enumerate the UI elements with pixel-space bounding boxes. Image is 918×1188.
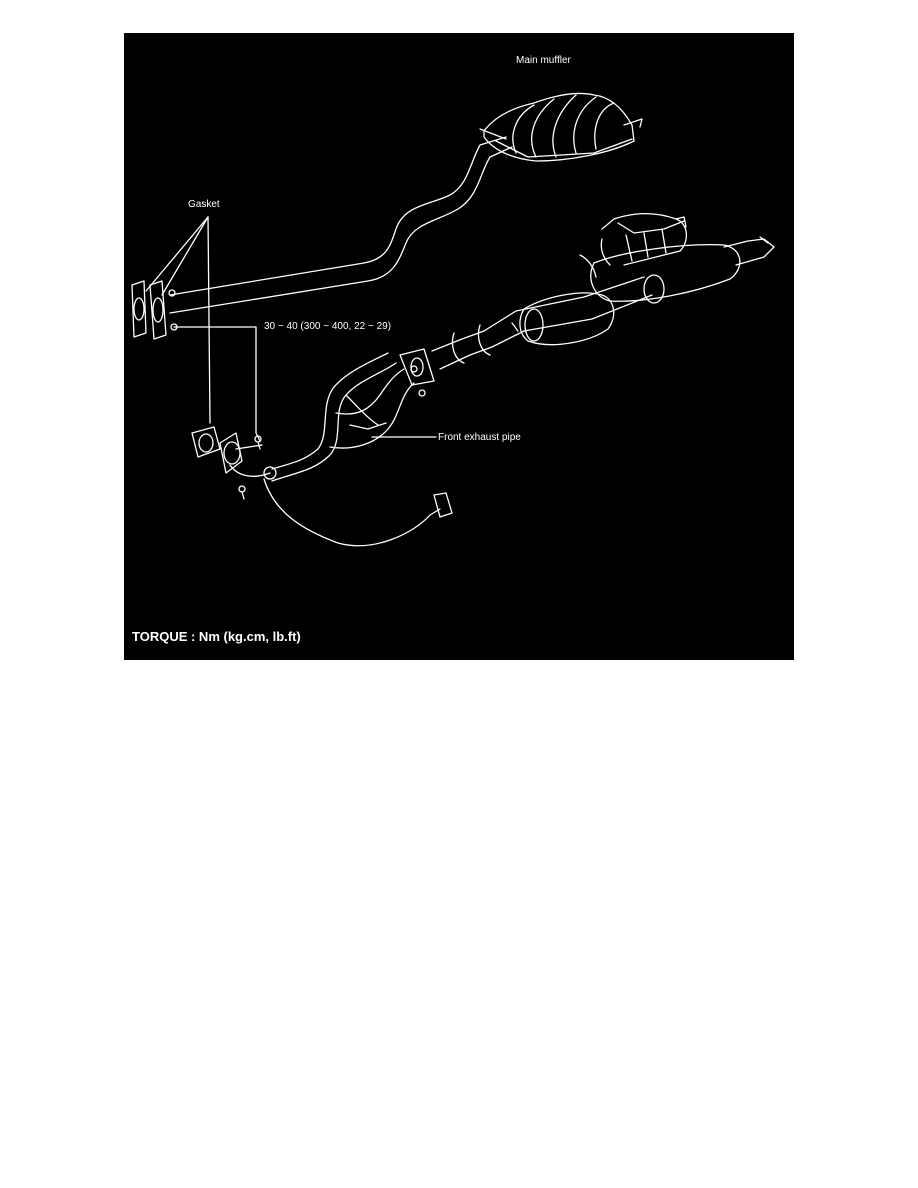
front-exhaust-pipe-label: Front exhaust pipe [438,432,521,443]
torque-leader [173,326,261,442]
front-flange [191,426,271,500]
exhaust-illustration [131,92,775,547]
torque-units-footer: TORQUE : Nm (kg.cm, lb.ft) [132,629,301,644]
catalytic-converter [511,292,615,346]
torque-spec-label: 30 ~ 40 (300 ~ 400, 22 ~ 29) [264,321,392,332]
sub-muffler [579,213,775,304]
gasket-label: Gasket [188,199,220,210]
gasket-leaders [145,216,211,424]
mid-flange [399,348,435,397]
tailpipe [169,136,513,314]
main-muffler-label: Main muffler [516,55,571,66]
main-muffler [479,92,643,162]
front-exhaust-pipe [271,352,415,482]
exhaust-system-diagram: Main muffler Gasket 30 ~ 40 (300 ~ 400, … [124,33,794,660]
oxygen-sensor [263,466,453,547]
rear-flange-gaskets [131,280,178,340]
center-pipe [431,276,653,370]
